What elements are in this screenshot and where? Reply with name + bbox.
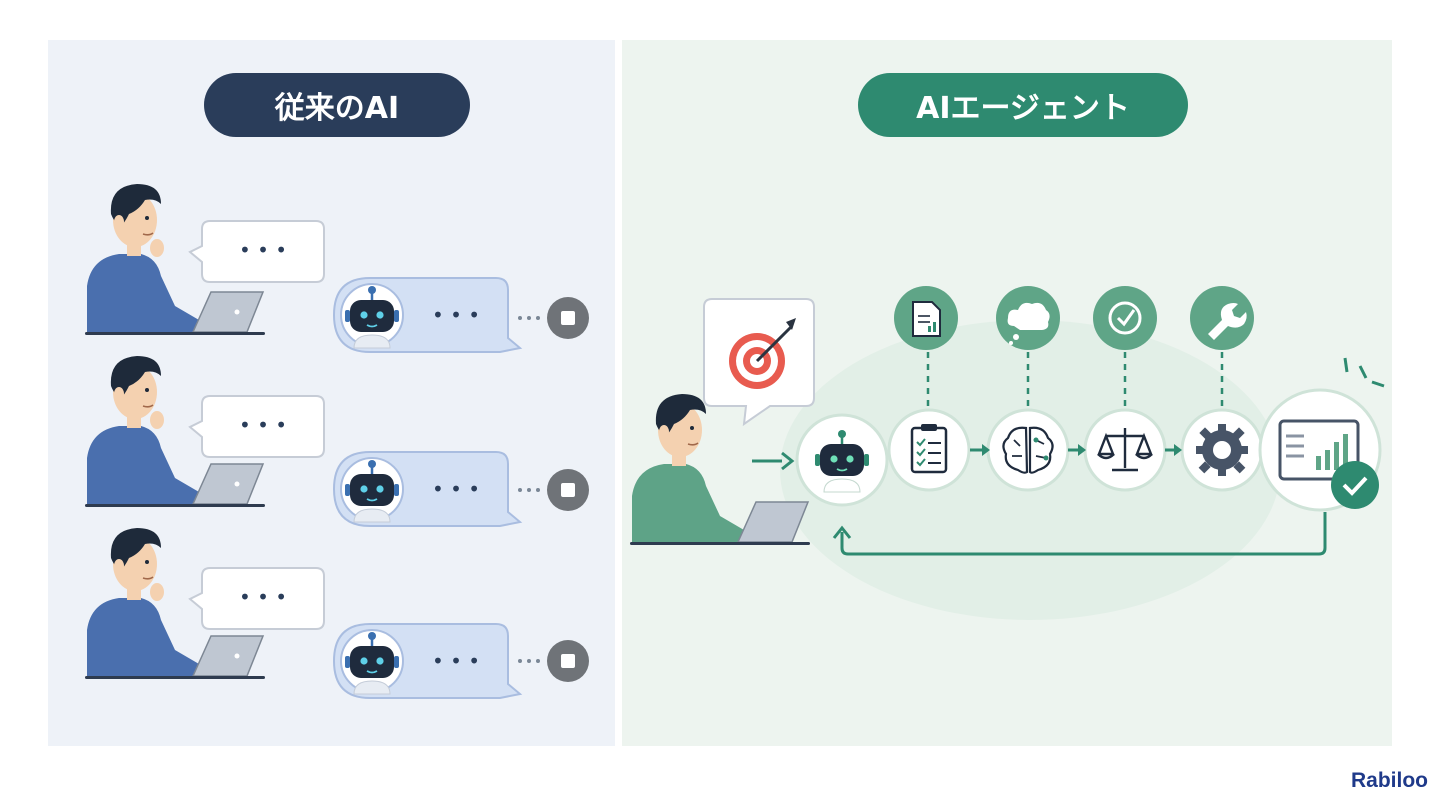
wrench-icon (1190, 286, 1254, 350)
pipeline-step-execute (1180, 408, 1264, 492)
user-speech-bubble (188, 395, 325, 458)
dashboard-chart-icon (1278, 419, 1360, 481)
ai-agent-title: AIエージェント (858, 73, 1188, 137)
dotted-connector (518, 488, 540, 492)
dotted-connector (518, 659, 540, 663)
sparkle-lines (1343, 357, 1385, 388)
pipeline-step-result (1258, 357, 1385, 512)
conversation-row-3: • • • • • • (84, 527, 589, 699)
rabiloo-logo: Rabiloo (1351, 769, 1428, 792)
badge-connectors (926, 352, 1224, 410)
conversation-row-1: • • • • • • (84, 183, 589, 353)
conversation-row-2: • • • • • • (84, 355, 589, 527)
user-speech-bubble (188, 220, 325, 283)
gear-icon (1196, 424, 1248, 476)
input-arrow (752, 451, 795, 471)
brain-circuit-icon (1002, 426, 1029, 474)
document-chart-icon (894, 286, 958, 350)
checkmark-circle-icon (1093, 286, 1157, 350)
pipeline-step-think (986, 408, 1070, 492)
feedback-loop-arrow (832, 512, 1327, 556)
pipeline-arrows (970, 444, 1182, 456)
user-bubble-text: • • • (239, 413, 287, 437)
ai-bubble-text: • • • (432, 649, 480, 673)
scales-icon (1097, 428, 1153, 472)
dotted-connector (518, 316, 540, 320)
traditional-ai-title: 従来のAI (204, 73, 470, 137)
ai-bubble-text: • • • (432, 303, 480, 327)
target-icon (729, 318, 796, 389)
user-bubble-text: • • • (239, 238, 287, 262)
user-bubble-text: • • • (239, 585, 287, 609)
pipeline-step-judge (1083, 408, 1167, 492)
user-speech-bubble (188, 567, 325, 630)
pipeline-step-plan (887, 408, 971, 492)
thought-cloud-icon (996, 286, 1060, 350)
ai-bubble-text: • • • (432, 477, 480, 501)
clipboard-checklist-icon (910, 426, 948, 474)
check-badge-icon (1331, 461, 1379, 509)
